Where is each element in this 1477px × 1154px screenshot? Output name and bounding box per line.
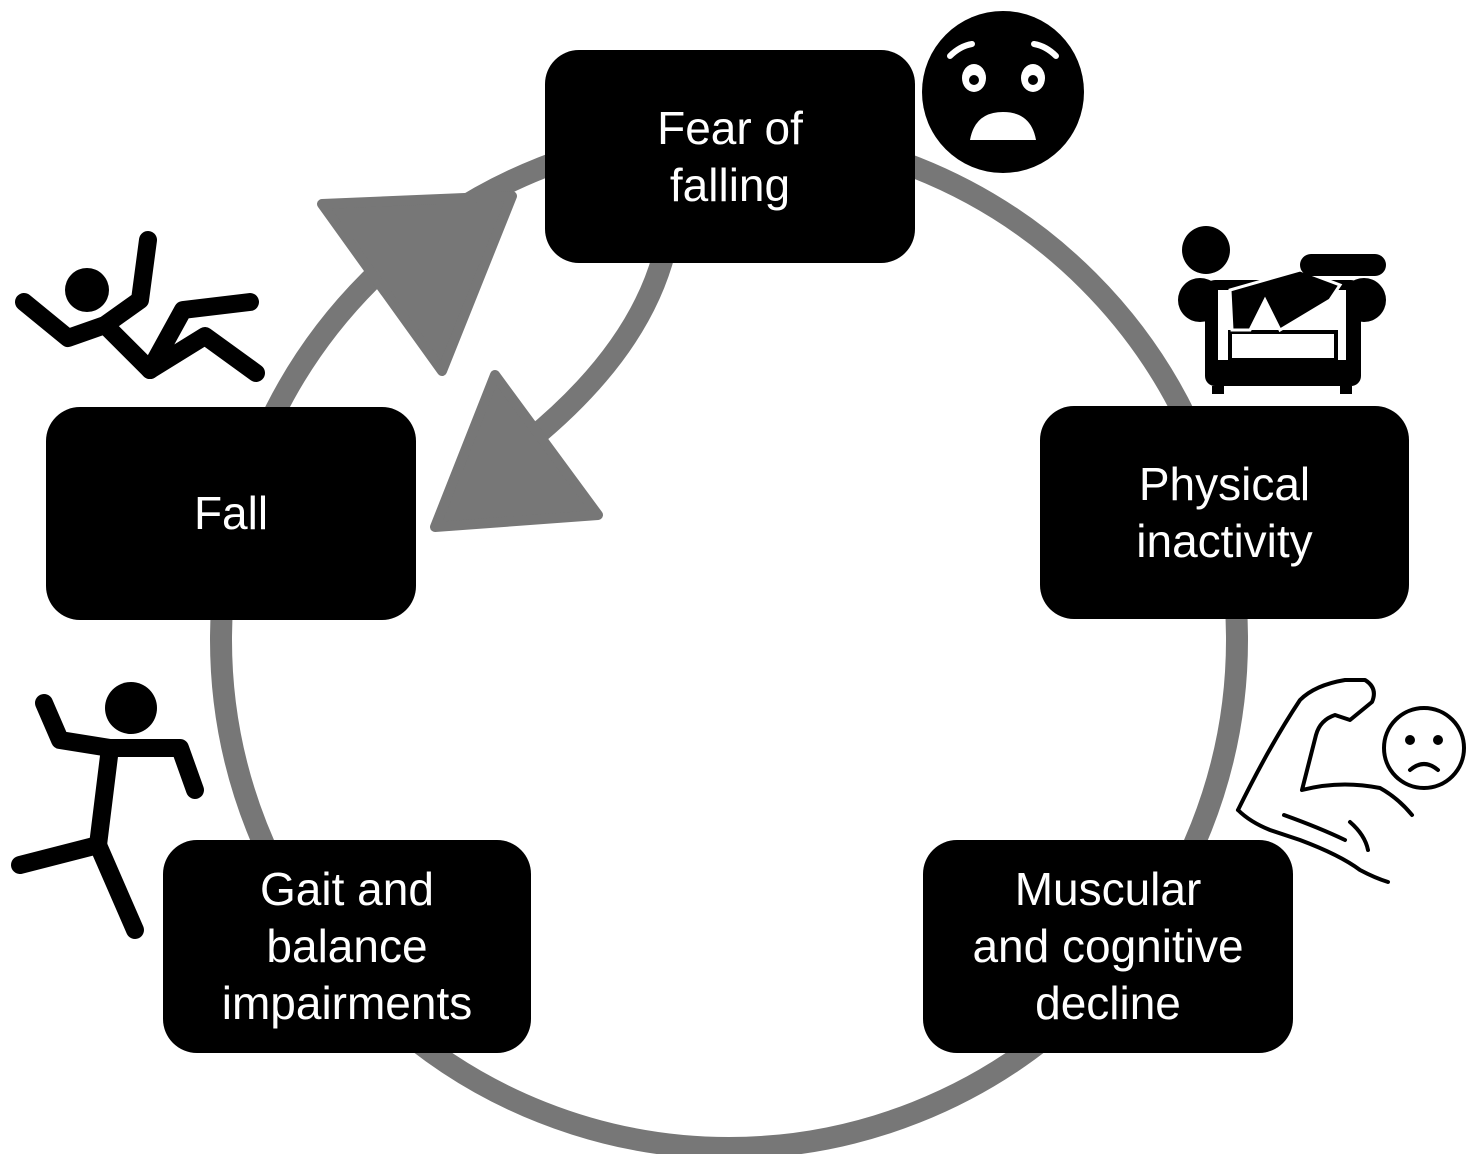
node-fear-of-falling-label: Fear of falling: [657, 101, 803, 211]
weak-muscle-sad-face-icon: [1236, 678, 1466, 884]
arrow-head-to-fall: [430, 370, 603, 532]
node-fall: Fall: [46, 407, 416, 620]
return-arc: [523, 247, 676, 449]
node-fear-of-falling: Fear of falling: [545, 50, 915, 263]
node-gait-balance-impairments: Gait and balance impairments: [163, 840, 531, 1053]
node-fall-label: Fall: [193, 487, 269, 539]
node-muscular-cognitive-decline: Muscular and cognitive decline: [923, 840, 1293, 1053]
node-muscular-cognitive-decline-label: Muscular and cognitive decline: [972, 863, 1244, 1029]
person-on-sofa-icon: [1178, 226, 1386, 394]
stumbling-person-icon: [11, 682, 204, 939]
arrow-head-to-fear: [317, 191, 517, 376]
falling-person-icon: [15, 231, 265, 382]
node-physical-inactivity: Physical inactivity: [1040, 406, 1409, 619]
node-gait-balance-impairments-label: Gait and balance impairments: [221, 863, 473, 1029]
node-physical-inactivity-label: Physical inactivity: [1136, 457, 1313, 567]
worried-face-icon: [922, 11, 1084, 173]
